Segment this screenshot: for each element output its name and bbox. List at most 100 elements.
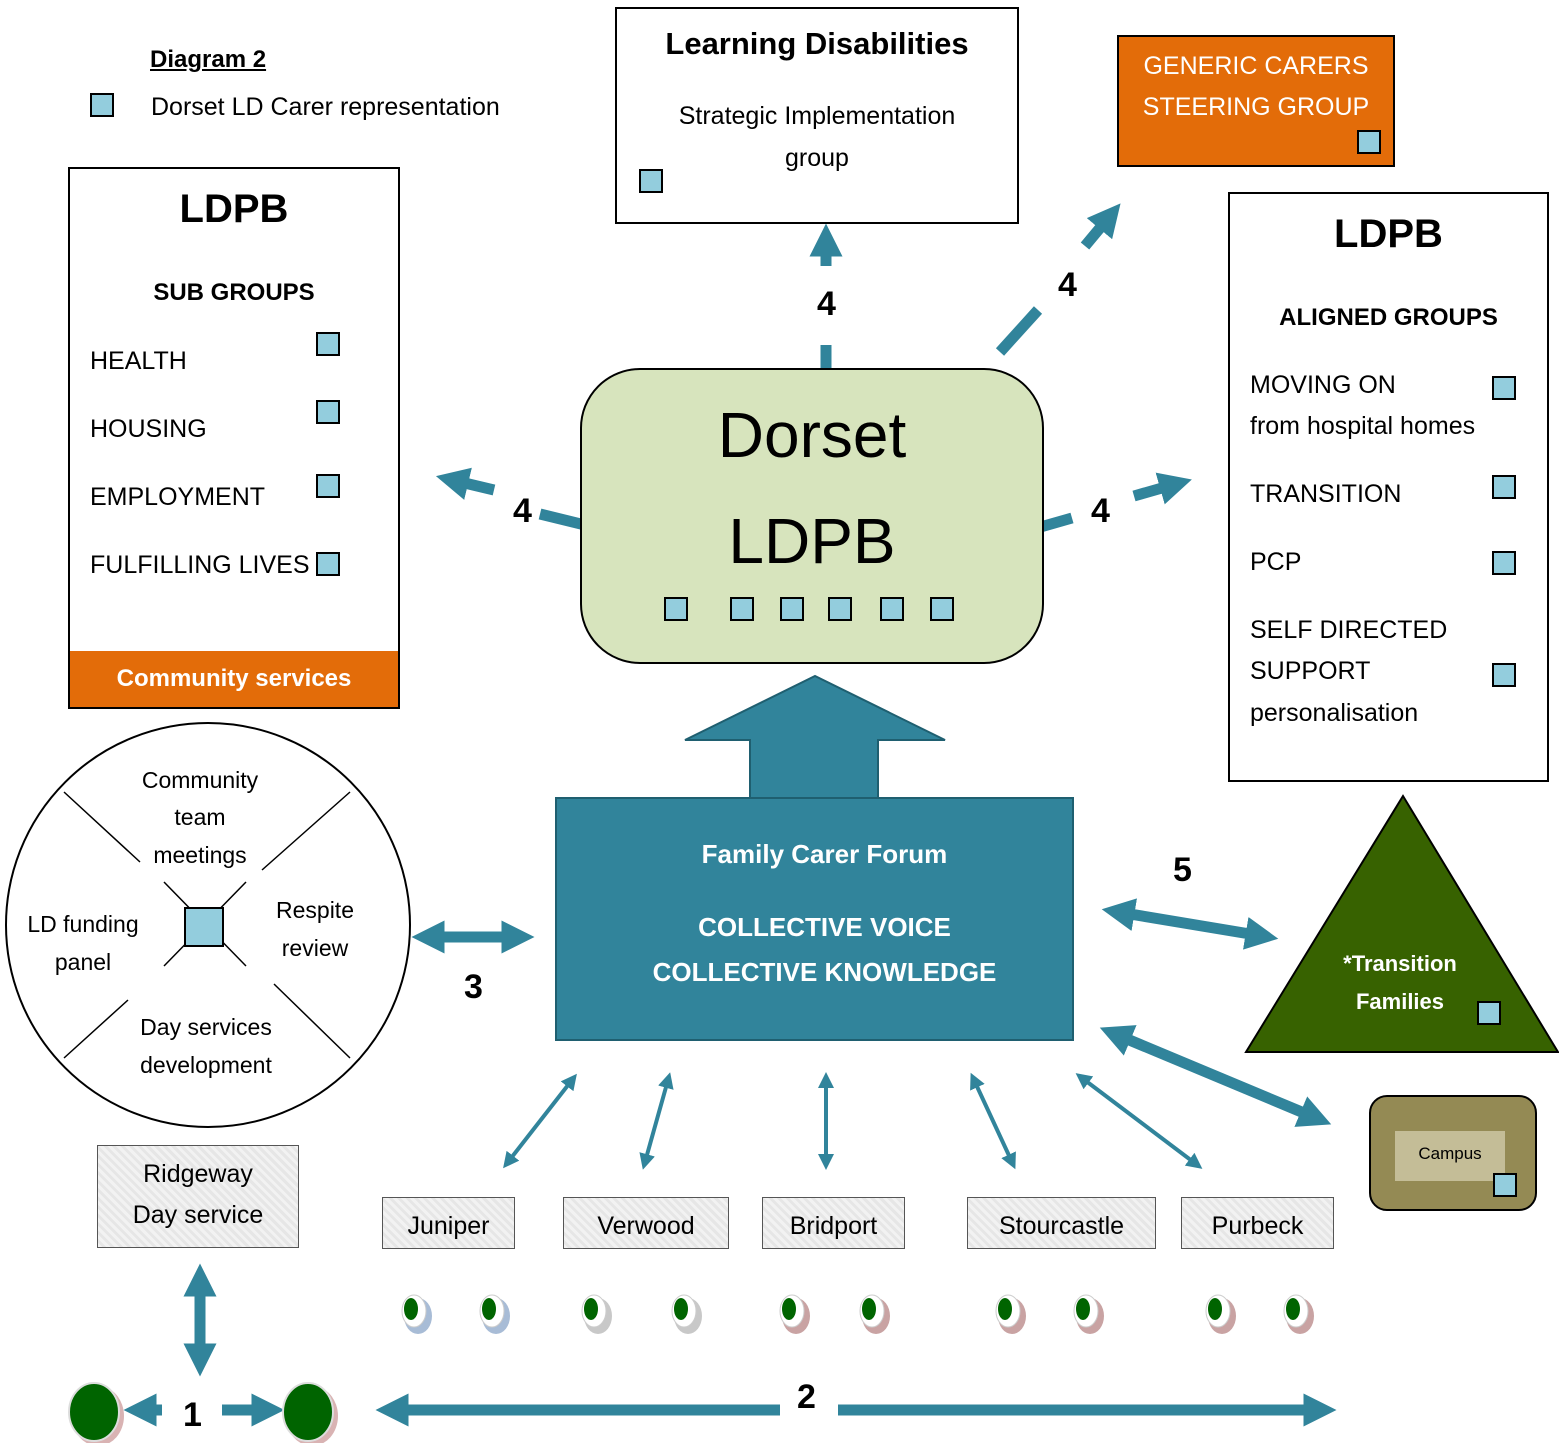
carer-rep-square-icon <box>316 332 340 356</box>
carer-rep-square-icon <box>1477 1001 1501 1025</box>
ridgeway-box: Ridgeway Day service <box>97 1145 299 1248</box>
label-4-left: 4 <box>513 492 532 530</box>
ld-strategic-line1: Strategic Implementation <box>678 102 956 130</box>
carer-rep-square-icon <box>930 597 954 621</box>
carer-rep-square-icon <box>1493 1173 1517 1197</box>
carer-rep-square-icon <box>730 597 754 621</box>
family-carer-forum-box: Family Carer Forum COLLECTIVE VOICE COLL… <box>555 797 1074 1041</box>
forum-up-arrow <box>684 674 946 799</box>
community-services-label: Community services <box>116 665 352 692</box>
aligned-pcp: PCP <box>1250 548 1302 576</box>
arrow-forum-juniper <box>503 1073 577 1169</box>
carer-rep-square-icon <box>780 597 804 621</box>
ldpb-sub-subtitle: SUB GROUPS <box>153 279 315 306</box>
circle-top-1: Community <box>141 767 259 793</box>
transition-families-triangle <box>1244 794 1559 1053</box>
arrow-forum-purbeck <box>1075 1073 1203 1169</box>
transition-families-line2: Families <box>1355 989 1445 1014</box>
legend-label: Dorset LD Carer representation <box>151 93 500 121</box>
service-label: Verwood <box>597 1212 695 1240</box>
generic-carers-box: GENERIC CARERS STEERING GROUP <box>1117 35 1395 167</box>
transition-families-line1: *Transition <box>1343 951 1457 976</box>
arrow-forum-stourcastle <box>970 1072 1016 1170</box>
service-label: Bridport <box>789 1212 878 1240</box>
subgroup-housing: HOUSING <box>90 415 207 443</box>
circle-divider-tr <box>261 791 351 871</box>
label-4-top: 4 <box>817 285 836 323</box>
ldpb-aligned-title: LDPB <box>1334 212 1443 256</box>
carer-rep-square-icon <box>664 597 688 621</box>
ldpb-aligned-box: LDPB ALIGNED GROUPS MOVING ON from hospi… <box>1228 192 1549 782</box>
generic-carers-line1: GENERIC CARERS <box>1143 52 1369 80</box>
service-juniper: Juniper <box>382 1197 515 1249</box>
carer-rep-square-icon <box>1492 376 1516 400</box>
ldpb-subgroups-box: LDPB SUB GROUPS HEALTH HOUSING EMPLOYMEN… <box>68 167 400 709</box>
carer-rep-square-icon <box>1492 551 1516 575</box>
aligned-moving-on-sub: from hospital homes <box>1250 412 1476 440</box>
generic-carers-line2: STEERING GROUP <box>1142 93 1370 121</box>
carer-rep-square-icon <box>880 597 904 621</box>
circle-top-2: team <box>174 804 226 830</box>
aligned-sds-2: SUPPORT <box>1250 657 1371 685</box>
campus-inner: Campus <box>1395 1131 1505 1181</box>
service-label: Juniper <box>407 1212 490 1240</box>
carer-rep-square-icon <box>1492 663 1516 687</box>
forum-title: Family Carer Forum <box>701 839 948 869</box>
dorset-line2: LDPB <box>728 505 896 577</box>
service-label: Purbeck <box>1211 1212 1304 1240</box>
carer-dot-large <box>68 1382 120 1442</box>
carer-rep-square-icon <box>1492 475 1516 499</box>
ld-strategic-box: Learning Disabilities Strategic Implemen… <box>615 7 1019 224</box>
service-purbeck: Purbeck <box>1181 1197 1334 1249</box>
circle-left-1: LD funding <box>27 911 139 937</box>
carer-rep-square-icon <box>316 552 340 576</box>
circle-divider-bl <box>63 999 129 1059</box>
arrow-to-generic-carers-b <box>1080 203 1121 250</box>
forum-line2: COLLECTIVE KNOWLEDGE <box>652 957 997 987</box>
carer-rep-square-icon <box>639 169 663 193</box>
ldpb-sub-title: LDPB <box>179 187 289 231</box>
circle-divider-tl <box>63 791 141 863</box>
dorset-ldpb-box: Dorset LDPB <box>580 368 1044 664</box>
campus-label: Campus <box>1418 1144 1482 1163</box>
forum-line1: COLLECTIVE VOICE <box>698 912 951 942</box>
label-4-right: 4 <box>1091 492 1110 530</box>
aligned-moving-on: MOVING ON <box>1250 371 1396 399</box>
circle-bottom-2: development <box>140 1052 272 1078</box>
arrow-forum-campus <box>1099 1025 1332 1127</box>
service-verwood: Verwood <box>563 1197 729 1249</box>
subgroup-employment: EMPLOYMENT <box>90 483 266 511</box>
ldpb-aligned-subtitle: ALIGNED GROUPS <box>1279 304 1498 331</box>
carer-rep-square-icon <box>316 400 340 424</box>
service-bridport: Bridport <box>762 1197 905 1249</box>
circle-left-2: panel <box>54 949 112 975</box>
ld-strategic-line2: group <box>785 144 849 172</box>
arrow-to-ldpb-sub-b <box>435 467 496 500</box>
legend-square-icon <box>90 93 114 117</box>
circle-top-3: meetings <box>153 842 247 868</box>
subgroup-fulfilling-lives: FULFILLING LIVES <box>90 551 310 579</box>
carer-dot-large <box>282 1382 334 1442</box>
aligned-sds-3: personalisation <box>1250 699 1419 727</box>
arrow-to-ldpb-aligned-b <box>1132 472 1192 505</box>
circle-right-2: review <box>281 935 349 961</box>
label-4-upper-right: 4 <box>1058 266 1077 304</box>
aligned-transition: TRANSITION <box>1250 480 1402 508</box>
carer-rep-square-icon <box>1357 130 1381 154</box>
service-stourcastle: Stourcastle <box>967 1197 1156 1249</box>
circle-divider-br <box>273 983 351 1059</box>
arrow-forum-transition <box>1101 898 1279 950</box>
circle-right-1: Respite <box>276 897 354 923</box>
label-5: 5 <box>1173 851 1192 889</box>
arrow-to-generic-carers-a <box>995 306 1043 356</box>
arrow-forum-verwood <box>639 1072 674 1170</box>
service-dots <box>401 1294 1314 1334</box>
aligned-sds-1: SELF DIRECTED <box>1250 616 1448 644</box>
carer-rep-square-icon <box>184 907 224 947</box>
ld-strategic-title: Learning Disabilities <box>665 26 969 61</box>
label-2: 2 <box>797 1378 816 1416</box>
subgroup-health: HEALTH <box>90 347 187 375</box>
diagram-title: Diagram 2 <box>150 46 267 73</box>
community-services-band: Community services <box>70 651 398 707</box>
dorset-line1: Dorset <box>717 399 907 471</box>
